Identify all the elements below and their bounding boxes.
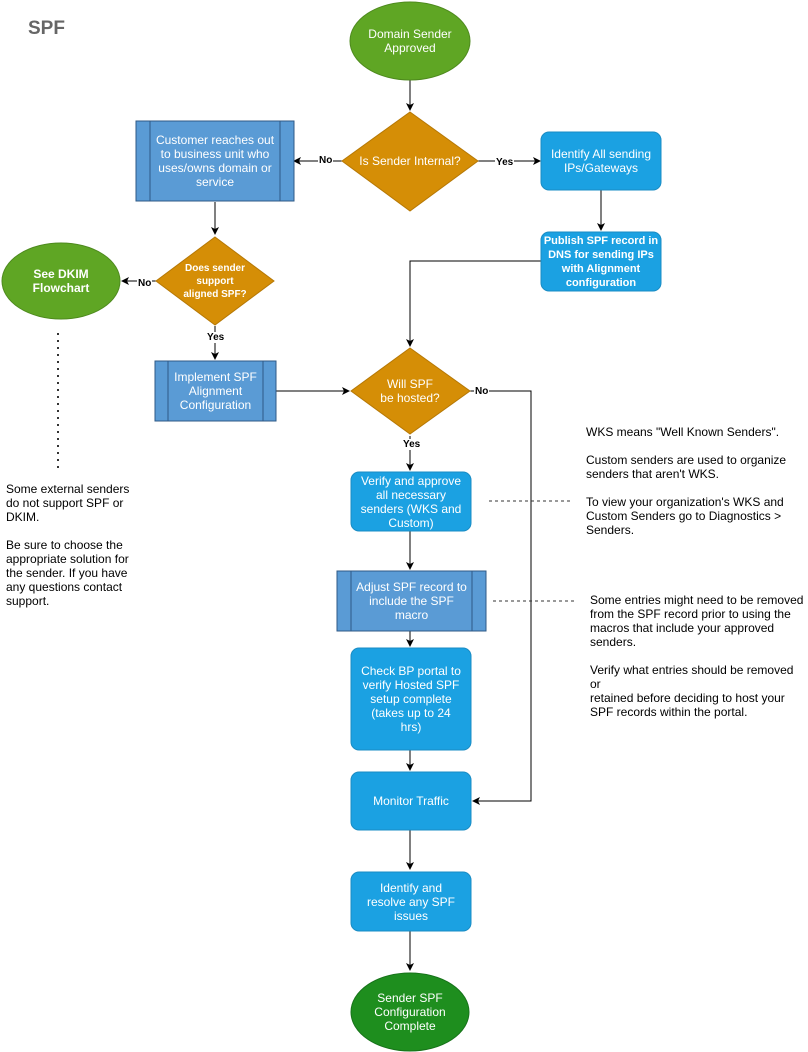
will-host-decision: [350, 347, 471, 435]
edge-label-hosted-yes: Yes: [402, 439, 422, 450]
monitor-label: Monitor Traffic: [373, 794, 449, 808]
adjust-spf-box: [336, 570, 487, 632]
edge-publish-to-hosted: [406, 260, 541, 347]
implement-spf-label: Implement SPF Alignment Configuration: [174, 370, 257, 412]
page-title: SPF: [28, 18, 65, 39]
identify-ips-box: [540, 131, 662, 191]
verify-approve-label: Verify and approve all necessary senders…: [360, 473, 462, 530]
is-internal-label: Is Sender Internal?: [359, 154, 461, 168]
edge-label-hosted-no: No: [474, 386, 490, 397]
edge-hosted-no: [470, 390, 532, 805]
wks-note: WKS means "Well Known Senders". Custom s…: [586, 425, 787, 537]
resolve-label: Identify and resolve any SPF issues: [366, 880, 456, 923]
edge-label-aligned-no: No: [137, 278, 153, 289]
external-senders-note: Some external senders do not support SPF…: [6, 482, 130, 608]
end-node: [350, 972, 470, 1052]
start-node: [349, 1, 471, 81]
supports-aligned-label: Does sender support aligned SPF?: [183, 262, 247, 300]
is-internal-decision: [341, 111, 479, 212]
edge-label-aligned-yes: Yes: [206, 332, 226, 343]
implement-spf-box: [154, 360, 277, 422]
monitor-box: [350, 771, 472, 831]
start-label: Domain Sender Approved: [368, 27, 452, 55]
resolve-box: [350, 871, 472, 932]
will-host-label: Will SPF be hosted?: [380, 377, 440, 405]
adjust-spf-label: Adjust SPF record to include the SPF mac…: [356, 580, 467, 622]
check-portal-box: [350, 647, 472, 751]
supports-aligned-decision: [155, 236, 275, 326]
edge-label-internal-no: No: [318, 155, 334, 166]
publish-spf-label: Publish SPF record in DNS for sending IP…: [543, 234, 659, 289]
publish-spf-box: [540, 231, 662, 292]
check-portal-label: Check BP portal to verify Hosted SPF set…: [361, 664, 461, 734]
see-dkim-node: [1, 242, 121, 320]
edge-label-internal-yes: Yes: [495, 157, 515, 168]
customer-reaches-box: [135, 120, 295, 202]
end-label: Sender SPF Configuration Complete: [374, 991, 446, 1033]
customer-reaches-label: Customer reaches out to business unit wh…: [155, 133, 275, 189]
see-dkim-label: See DKIM Flowchart: [32, 267, 90, 295]
identify-ips-label: Identify All sending IPs/Gateways: [550, 147, 652, 175]
verify-approve-box: [350, 471, 472, 532]
entries-note: Some entries might need to be removed fr…: [590, 593, 804, 719]
